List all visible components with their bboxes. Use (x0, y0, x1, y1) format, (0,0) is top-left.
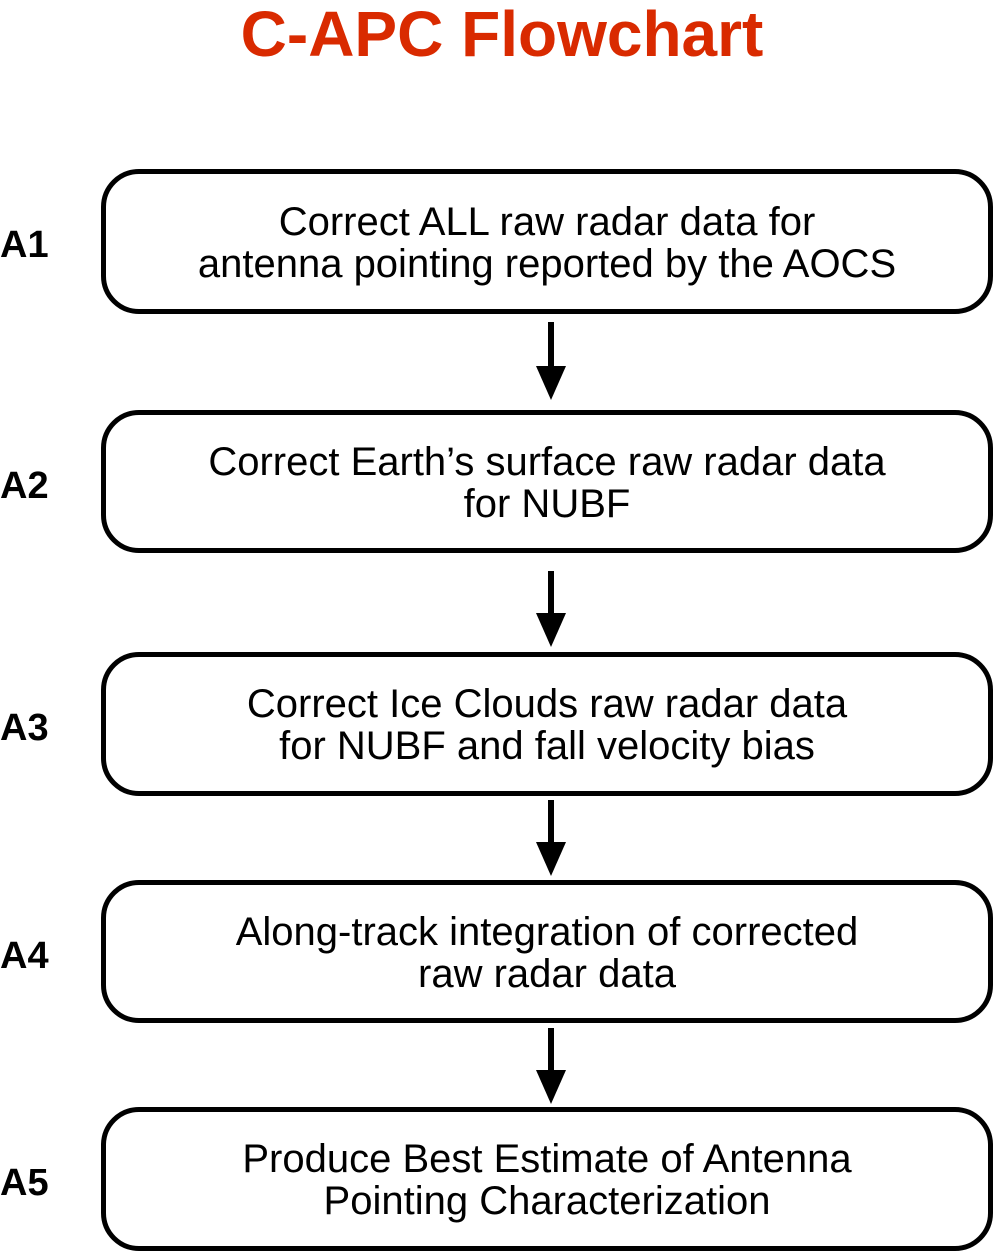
step-label-a4: A4 (0, 935, 49, 977)
step-box-a1: Correct ALL raw radar data for antenna p… (101, 169, 993, 314)
arrow-a1-to-a2 (531, 322, 571, 400)
step-text-a5: Produce Best Estimate of Antenna Pointin… (242, 1137, 852, 1223)
arrow-a4-to-a5 (531, 1028, 571, 1104)
step-label-a5: A5 (0, 1162, 49, 1204)
step-text-a1: Correct ALL raw radar data for antenna p… (197, 199, 897, 286)
arrow-a2-to-a3 (531, 571, 571, 647)
step-text-a4: Along-track integration of corrected raw… (235, 909, 859, 996)
step-box-a5: Produce Best Estimate of Antenna Pointin… (101, 1107, 993, 1251)
step-box-a4: Along-track integration of corrected raw… (101, 880, 993, 1023)
flowchart-title: C-APC Flowchart (240, 0, 764, 70)
step-box-a2: Correct Earth’s surface raw radar data f… (101, 410, 993, 553)
step-label-a3: A3 (0, 707, 49, 749)
step-label-a1: A1 (0, 224, 49, 266)
step-text-a2: Correct Earth’s surface raw radar data f… (208, 439, 886, 526)
step-label-a2: A2 (0, 465, 49, 507)
arrow-a3-to-a4 (531, 800, 571, 876)
step-box-a3: Correct Ice Clouds raw radar data for NU… (101, 652, 993, 796)
step-text-a3: Correct Ice Clouds raw radar data for NU… (246, 682, 848, 768)
